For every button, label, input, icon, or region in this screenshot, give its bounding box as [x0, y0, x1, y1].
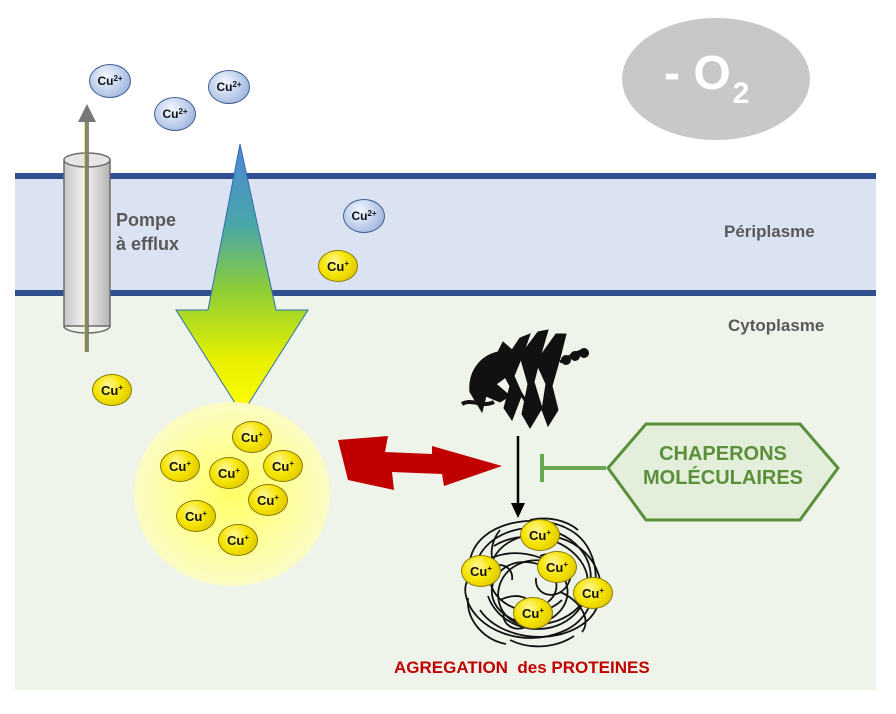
ion-label: Cu — [226, 532, 245, 548]
ion-charge: + — [546, 527, 551, 537]
pump-label-line2: à efflux — [116, 234, 180, 254]
chaperons-label-line1: CHAPERONS — [659, 443, 787, 465]
oxygen-label-sub: 2 — [732, 77, 750, 110]
copper-i-ion: Cu+ — [176, 500, 216, 532]
ion-label: Cu — [521, 605, 540, 621]
oxygen-label: - O2 — [664, 46, 749, 110]
ion-charge: + — [235, 465, 240, 475]
aggregation-arrow-icon — [511, 436, 525, 518]
chaperon-hexagon — [606, 422, 840, 522]
copper-i-ion: Cu+ — [318, 250, 358, 282]
ion-charge: 2+ — [113, 73, 123, 83]
copper-i-ion: Cu+ — [248, 484, 288, 516]
ion-label: Cu — [545, 559, 564, 575]
copper-i-ion: Cu+ — [461, 555, 501, 587]
ion-charge: + — [563, 559, 568, 569]
ion-label: Cu — [351, 209, 368, 223]
ion-label: Cu — [97, 74, 114, 88]
efflux-pump-icon — [63, 104, 111, 352]
copper-i-ion: Cu+ — [573, 577, 613, 609]
ion-charge: + — [186, 458, 191, 468]
ion-charge: 2+ — [367, 208, 377, 218]
copper-i-ion: Cu+ — [263, 450, 303, 482]
ion-label: Cu — [162, 107, 179, 121]
ion-label: Cu — [240, 429, 259, 445]
ion-label: Cu — [184, 508, 203, 524]
inner-membrane-line — [15, 290, 876, 296]
inhibition-bar-icon — [540, 454, 606, 482]
ion-charge: + — [258, 429, 263, 439]
ion-charge: 2+ — [232, 79, 242, 89]
oxygen-blob — [622, 18, 810, 140]
ion-charge: + — [244, 532, 249, 542]
copper-i-ion: Cu+ — [92, 374, 132, 406]
ion-label: Cu — [256, 492, 275, 508]
ion-charge: + — [118, 382, 123, 392]
copper-i-ion: Cu+ — [160, 450, 200, 482]
lightning-bolt-icon — [338, 436, 502, 490]
ion-charge: + — [487, 563, 492, 573]
copper-i-ion: Cu+ — [537, 551, 577, 583]
ion-label: Cu — [168, 458, 187, 474]
aggregation-label: AGREGATION des PROTEINES — [394, 658, 650, 677]
ion-label: Cu — [326, 258, 345, 274]
ion-charge: + — [599, 585, 604, 595]
folded-protein-icon — [460, 329, 589, 429]
periplasm-label: Périplasme — [724, 222, 815, 241]
ion-charge: + — [344, 258, 349, 268]
ion-label: Cu — [581, 585, 600, 601]
copper-pool — [134, 402, 330, 586]
ion-charge: + — [539, 605, 544, 615]
chaperons-label-line2: MOLÉCULAIRES — [643, 467, 803, 489]
copper-i-ion: Cu+ — [209, 457, 249, 489]
gradient-arrow-icon — [175, 143, 309, 415]
copper-i-ion: Cu+ — [218, 524, 258, 556]
copper-i-ion: Cu+ — [513, 597, 553, 629]
ion-label: Cu — [216, 80, 233, 94]
ion-label: Cu — [217, 465, 236, 481]
ion-charge: + — [274, 492, 279, 502]
pump-label-line1: Pompe — [116, 210, 177, 230]
ion-label: Cu — [271, 458, 290, 474]
copper-i-ion: Cu+ — [232, 421, 272, 453]
ion-charge: + — [202, 508, 207, 518]
copper-i-ion: Cu+ — [520, 519, 560, 551]
ion-label: Cu — [528, 527, 547, 543]
cytoplasm-label: Cytoplasme — [728, 316, 825, 335]
pump-label: Pompe à efflux — [116, 208, 179, 256]
ion-label: Cu — [469, 563, 488, 579]
outer-membrane-line — [15, 173, 876, 179]
ion-label: Cu — [100, 382, 119, 398]
oxygen-label-prefix: - O — [664, 47, 731, 100]
chaperons-label: CHAPERONS MOLÉCULAIRES — [608, 442, 838, 490]
ion-charge: + — [289, 458, 294, 468]
ion-charge: 2+ — [178, 106, 188, 116]
periplasm-region — [15, 176, 876, 294]
